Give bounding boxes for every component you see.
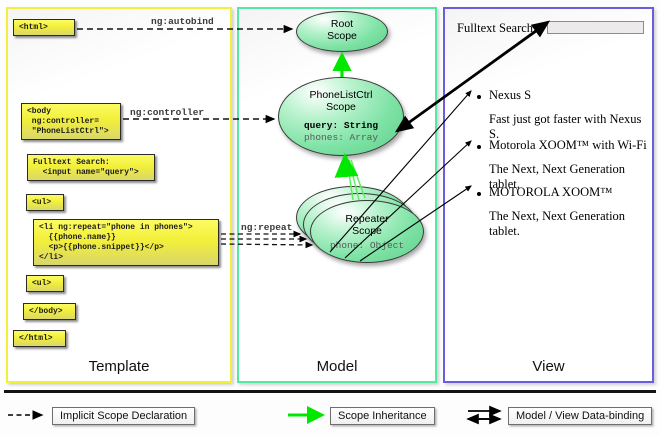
legend-scope-inheritance: Scope Inheritance (330, 407, 435, 425)
view-result-snippet-3: The Next, Next Generation tablet. (489, 209, 626, 238)
view-result-snippet-2: The Next, Next Generation tablet. (489, 162, 626, 191)
code-box-li-ng-repeat: <li ng:repeat="phone in phones"> {{phone… (33, 219, 219, 266)
panel-view-label: View (532, 358, 565, 375)
panel-template-label: Template (88, 358, 150, 375)
view-bullet-3 (477, 192, 481, 196)
view-result-name-2: Motorola XOOM™ with Wi-Fi (489, 138, 647, 152)
code-box-ul-open-tag: <ul> (26, 194, 64, 211)
scope-phonelistctrl-prop-query: query: String (303, 120, 379, 131)
scope-repeater-prop-phone: phone: Object (329, 240, 405, 251)
edge-label-ng-controller: ng:controller (130, 107, 205, 118)
scope-root-title-2: Scope (327, 30, 357, 42)
view-search-input[interactable] (547, 21, 644, 34)
view-bullet-1 (477, 95, 481, 99)
scope-repeater-title-1: Repeater (345, 213, 389, 225)
view-result-name-1: Nexus S (489, 88, 532, 102)
edge-label-ng-autobind: ng:autobind (151, 16, 214, 27)
code-box-ul-close-tag: <ul> (26, 275, 64, 292)
footer-divider (4, 390, 656, 393)
scope-phonelistctrl-prop-phones: phones: Array (303, 132, 379, 143)
view-bullet-2 (477, 145, 481, 149)
scope-phonelistctrl-title-2: Scope (326, 101, 356, 113)
scope-root-title-1: Root (330, 18, 354, 30)
view-search-label: Fulltext Search: (457, 21, 537, 35)
code-box-fulltext-search: Fulltext Search: <input name="query"> (27, 154, 155, 181)
scope-root: Root Scope (296, 11, 388, 52)
view-result-name-3: MOTOROLA XOOM™ (489, 185, 613, 199)
code-box-body-controller: <body ng:controller= "PhoneListCtrl"> (21, 103, 121, 140)
code-box-html-close-tag: </html> (13, 330, 66, 347)
code-box-body-close-tag: </body> (23, 303, 76, 320)
scope-repeater: Repeater Scope phone: Object (310, 200, 424, 263)
panel-model-label: Model (316, 358, 358, 375)
code-box-html-open-tag: <html> (13, 19, 75, 36)
edge-label-ng-repeat: ng:repeat (241, 222, 293, 233)
panel-view: Fulltext Search: Nexus S Fast just got f… (443, 7, 654, 383)
legend-model-view-data-binding: Model / View Data-binding (508, 407, 653, 425)
scope-phonelistctrl-title-1: PhoneListCtrl (309, 89, 373, 101)
legend-implicit-scope-declaration: Implicit Scope Declaration (52, 407, 196, 425)
scope-repeater-title-2: Scope (352, 225, 382, 237)
scope-phonelistctrl: PhoneListCtrl Scope query: String phones… (278, 77, 404, 156)
